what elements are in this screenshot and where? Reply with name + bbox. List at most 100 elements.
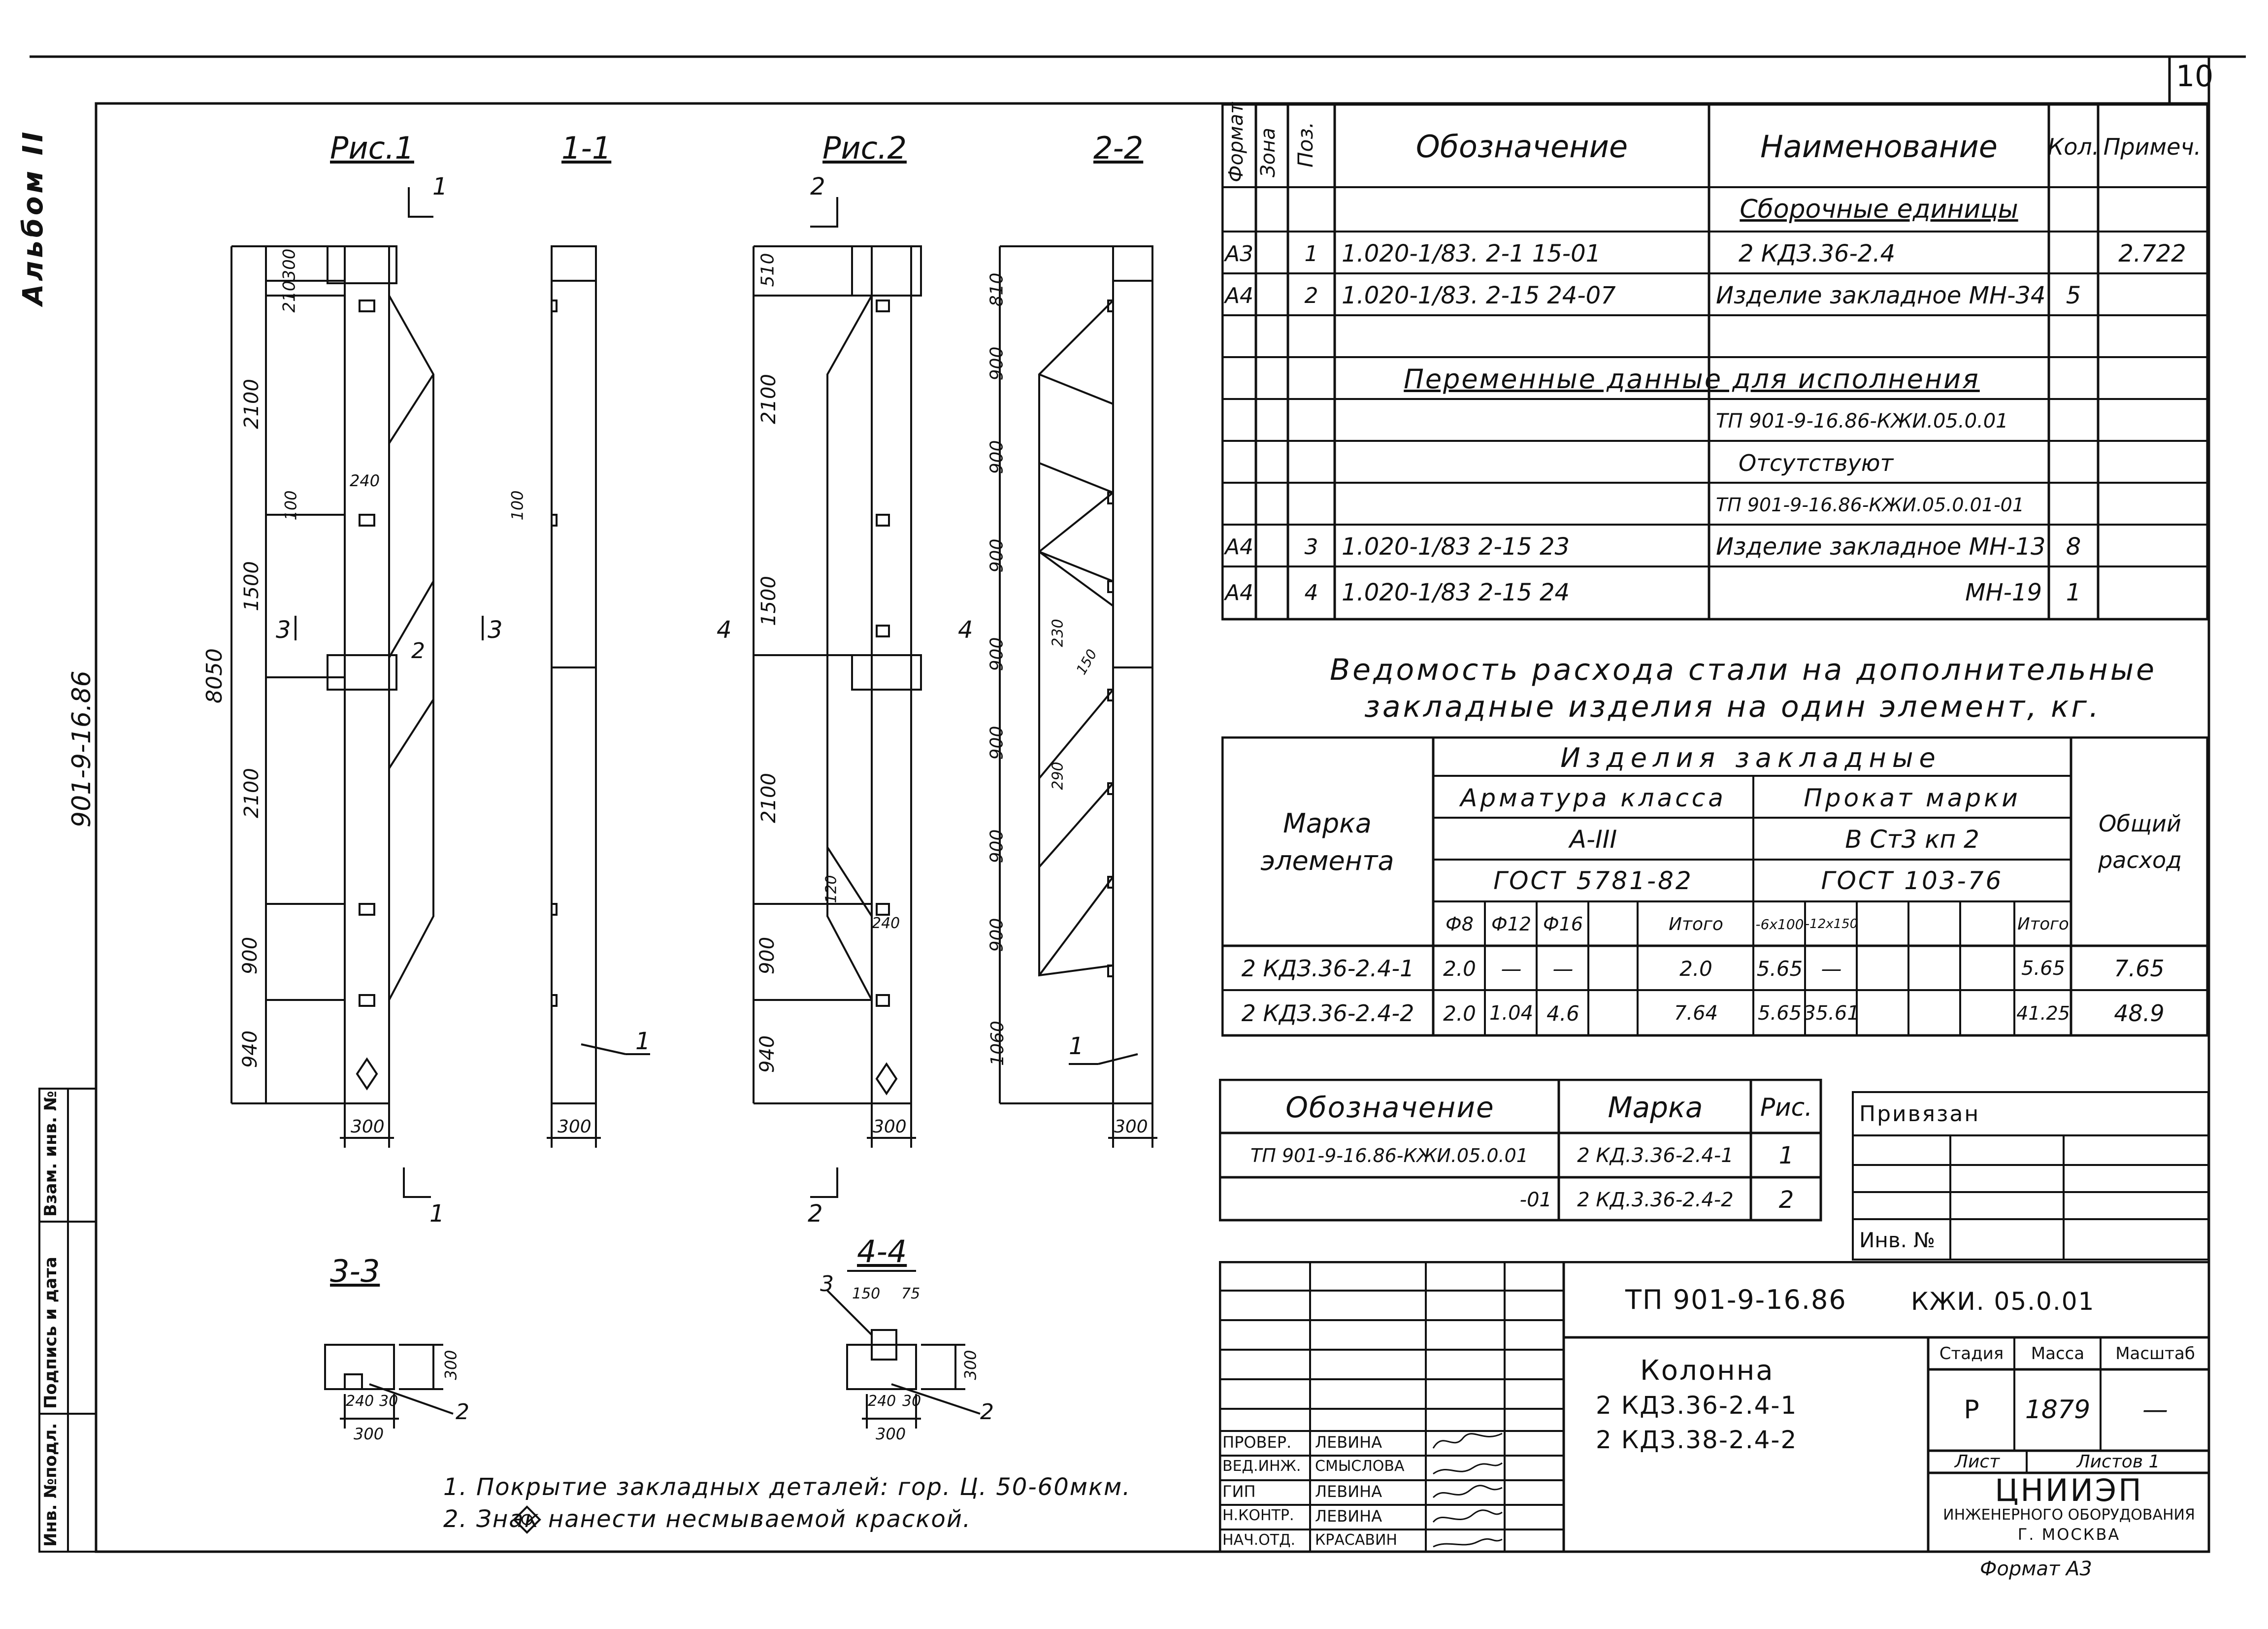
dim-sec44-300h: 300 — [876, 1425, 906, 1443]
dim-fig1-8050: 8050 — [201, 648, 227, 703]
steel-h-rebar-gost: ГОСТ 5781-82 — [1493, 866, 1693, 895]
fig2-title: Рис.2 — [822, 130, 907, 166]
tb-name-3: 2 КДЗ.38-2.4-2 — [1596, 1426, 1798, 1454]
steel-row1-12x150: — — [1821, 956, 1842, 981]
spec-row6-designation: 1.020-1/83 2-15 23 — [1342, 533, 1570, 561]
spec-row2-pos: 2 — [1304, 283, 1318, 308]
steel-row2-total-rolled: 41.25 — [2016, 1002, 2070, 1024]
spec-row2-qty: 5 — [2066, 282, 2081, 309]
marks-h-designation: Обозначение — [1285, 1090, 1495, 1124]
tb-stage-header: Стадия — [1939, 1344, 2004, 1363]
spec-table-grid — [1221, 103, 2209, 621]
marking-sign-icon — [513, 1505, 541, 1534]
tb-role-3-name: Левина — [1315, 1482, 1382, 1501]
cut1-bottom: 1 — [429, 1200, 445, 1228]
marks-row1-designation: ТП 901-9-16.86-КЖИ.05.0.01 — [1250, 1145, 1528, 1166]
inv-number-label: Инв. № — [1859, 1228, 1936, 1252]
dim-sec22-900g: 900 — [986, 918, 1007, 952]
sec11-column — [551, 245, 597, 1104]
spec-row2-designation: 1.020-1/83. 2-15 24-07 — [1342, 282, 1616, 309]
steel-sub-total-rolled: Итого — [2017, 914, 2069, 934]
dim-sec11-300: 300 — [558, 1117, 592, 1137]
spec-row7-name: МН-19 — [1965, 579, 2042, 606]
spec-section-variable-data: Переменные данные для исполнения — [1404, 363, 1980, 395]
dim-fig2-120: 120 — [822, 875, 840, 903]
dim-sec33-300h: 300 — [354, 1425, 384, 1443]
dim-sec11-100: 100 — [508, 490, 527, 521]
dim-sec22-900e: 900 — [986, 726, 1007, 760]
tb-name-2: 2 КДЗ.36-2.4-1 — [1596, 1391, 1798, 1420]
tb-role-2: Вед.инж. — [1222, 1458, 1301, 1475]
steel-title-1: Ведомость расхода стали на дополнительны… — [1330, 653, 2157, 687]
steel-row2-f16: 4.6 — [1546, 1001, 1579, 1026]
dim-fig2-900: 900 — [756, 936, 779, 975]
cut1-top: 1 — [432, 173, 448, 200]
dim-sec22-1060: 1060 — [987, 1021, 1008, 1066]
tb-role-1-name: Левина — [1315, 1433, 1382, 1452]
dim-sec44-300v: 300 — [961, 1350, 980, 1380]
tied-label: Привязан — [1859, 1101, 1980, 1127]
spec-h-zone: Зона — [1257, 128, 1280, 177]
steel-row1-total-rebar: 2.0 — [1679, 956, 1712, 981]
spec-row7-designation: 1.020-1/83 2-15 24 — [1342, 579, 1570, 606]
dim-fig1-210: 210 — [279, 280, 299, 313]
dim-sec22-bottom-300: 300 — [1114, 1117, 1148, 1137]
steel-sub-6x100: -6x100 — [1755, 916, 1804, 932]
dim-sec22-230: 230 — [1049, 619, 1067, 647]
spec-h-qty: Кол. — [2049, 133, 2098, 160]
dim-fig2-1500: 1500 — [757, 576, 780, 626]
spec-row6-name: Изделие закладное МН-13 — [1716, 533, 2046, 561]
tb-org-3: г. Москва — [2017, 1525, 2121, 1544]
spec-section-assemblies: Сборочные единицы — [1740, 195, 2018, 224]
dim-sec22-900d: 900 — [986, 637, 1007, 671]
cut4-right: 4 — [958, 616, 973, 644]
steel-row1-f8: 2.0 — [1443, 956, 1476, 981]
tb-role-5-name: Красавин — [1315, 1531, 1397, 1549]
spec-row6-format: А4 — [1224, 534, 1254, 560]
fig1-column — [344, 245, 390, 1104]
tb-org-2: инженерного оборудования — [1943, 1506, 2195, 1524]
cut2-top: 2 — [810, 173, 825, 200]
steel-h-mark: Марка элемента — [1260, 808, 1394, 876]
dim-fig1-940: 940 — [239, 1030, 262, 1068]
tb-role-4-name: Левина — [1315, 1507, 1382, 1526]
pos3-sec44: 3 — [820, 1271, 834, 1297]
note-1: 1. Покрытие закладных деталей: гор. Ц. 5… — [443, 1473, 1131, 1501]
steel-sub-12x150: -12x150 — [1806, 917, 1857, 931]
steel-row1-mark: 2 КДЗ.36-2.4-1 — [1241, 955, 1414, 982]
steel-row2-12x150: 35.61 — [1806, 1002, 1857, 1025]
dim-fig1-240: 240 — [350, 471, 380, 490]
dim-sec44-150: 150 — [852, 1285, 881, 1302]
marks-row1-mark: 2 КД.3.36-2.4-1 — [1577, 1144, 1734, 1167]
tb-org-1: ЦНИИЭП — [1995, 1475, 2143, 1505]
steel-title-2: закладные изделия на один элемент, кг. — [1364, 690, 2101, 724]
steel-row1-f12: — — [1501, 956, 1522, 981]
dim-fig1-2100a: 2100 — [240, 379, 263, 429]
dim-fig2-bottom-300: 300 — [873, 1117, 907, 1137]
sec22-title: 2-2 — [1093, 130, 1144, 166]
marks-h-fig: Рис. — [1760, 1093, 1813, 1122]
steel-table-grid — [1221, 736, 2209, 1037]
spec-row4-name: Отсутствуют — [1739, 450, 1894, 476]
tb-stage: Р — [1964, 1395, 1979, 1425]
dim-sec22-900c: 900 — [986, 538, 1007, 573]
cut3-right: 3 — [488, 616, 503, 644]
steel-row2-f8: 2.0 — [1443, 1001, 1476, 1026]
pos1-sec22: 1 — [1069, 1032, 1084, 1060]
spec-h-pos: Поз. — [1293, 122, 1317, 167]
spec-row5-name: ТП 901-9-16.86-КЖИ.05.0.01-01 — [1716, 494, 2025, 516]
title-block-grid — [1219, 1261, 2210, 1553]
spec-row1-format: А3 — [1224, 241, 1254, 266]
steel-row1-6x100: 5.65 — [1756, 956, 1803, 981]
steel-h-rolled-mark: В Ст3 кп 2 — [1845, 825, 1979, 854]
tb-scale: — — [2142, 1395, 2168, 1425]
spec-row1-note: 2.722 — [2118, 240, 2186, 267]
fig1-title: Рис.1 — [330, 130, 414, 166]
dim-fig2-510: 510 — [757, 253, 778, 287]
cut3-left: 3 — [276, 616, 291, 644]
tb-sheet-header: Лист — [1954, 1452, 2000, 1472]
cut2-bottom: 2 — [808, 1200, 823, 1228]
dim-fig2-2100b: 2100 — [757, 773, 780, 823]
sec44-section — [846, 1344, 917, 1390]
pos1-sec11: 1 — [635, 1028, 651, 1055]
